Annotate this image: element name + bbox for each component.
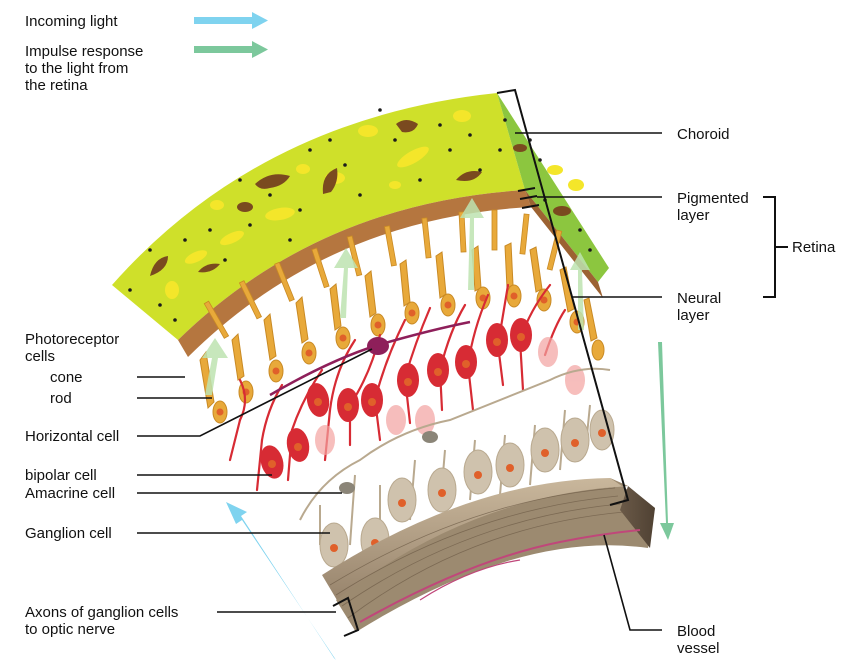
impulse-legend-arrow (194, 41, 268, 58)
legend-impulse-label-line1: Impulse response (25, 43, 143, 60)
photoreceptor-cells (199, 209, 605, 424)
label-blood-line1: Blood (677, 623, 715, 640)
label-pigmented-line2: layer (677, 207, 710, 224)
choroid-layer (112, 93, 609, 340)
label-rod: rod (50, 390, 72, 407)
photoreceptor-row (199, 242, 605, 424)
legend-incoming-label: Incoming light (25, 13, 118, 30)
brackets (332, 88, 788, 637)
label-axons-line2: to optic nerve (25, 621, 115, 638)
labels: Choroid Pigmented layer Retina Neural la… (25, 126, 836, 657)
label-pigmented-line1: Pigmented (677, 190, 749, 207)
leader-lines (137, 132, 662, 631)
label-neural-line1: Neural (677, 290, 721, 307)
photoreceptor-outer-segments (203, 209, 563, 339)
incoming-light-legend-arrow (194, 12, 268, 29)
legend: Incoming light Impulse response to the l… (25, 12, 268, 94)
photoreceptor-nuclei (216, 292, 581, 416)
label-bipolar-cell: bipolar cell (25, 467, 97, 484)
choroid-side-face (497, 93, 609, 282)
label-neural-line2: layer (677, 307, 710, 324)
legend-impulse-label-line2: to the light from (25, 60, 128, 77)
amacrine-cells (339, 431, 438, 494)
choroid-brown-cells (150, 120, 571, 276)
label-retina: Retina (792, 239, 836, 256)
blood-vessel (359, 529, 641, 623)
horizontal-cell (269, 320, 471, 397)
label-photoreceptor-line1: Photoreceptor (25, 331, 119, 348)
label-choroid: Choroid (677, 126, 730, 143)
impulse-response-arrow (652, 342, 674, 540)
ganglion-cells (299, 367, 615, 568)
pigmented-layer (178, 190, 603, 357)
label-amacrine-cell: Amacrine cell (25, 485, 115, 502)
internal-light-arrows (202, 198, 590, 395)
legend-impulse-label-line3: the retina (25, 77, 88, 94)
label-photoreceptor-line2: cells (25, 348, 55, 365)
nerve-fiber-band (322, 478, 655, 632)
label-horizontal-cell: Horizontal cell (25, 428, 119, 445)
label-cone: cone (50, 369, 83, 386)
bipolar-cells (228, 283, 585, 492)
label-blood-line2: vessel (677, 640, 720, 657)
label-ganglion-cell: Ganglion cell (25, 525, 112, 542)
incoming-light-arrow (226, 502, 336, 660)
label-axons-line1: Axons of ganglion cells (25, 604, 178, 621)
